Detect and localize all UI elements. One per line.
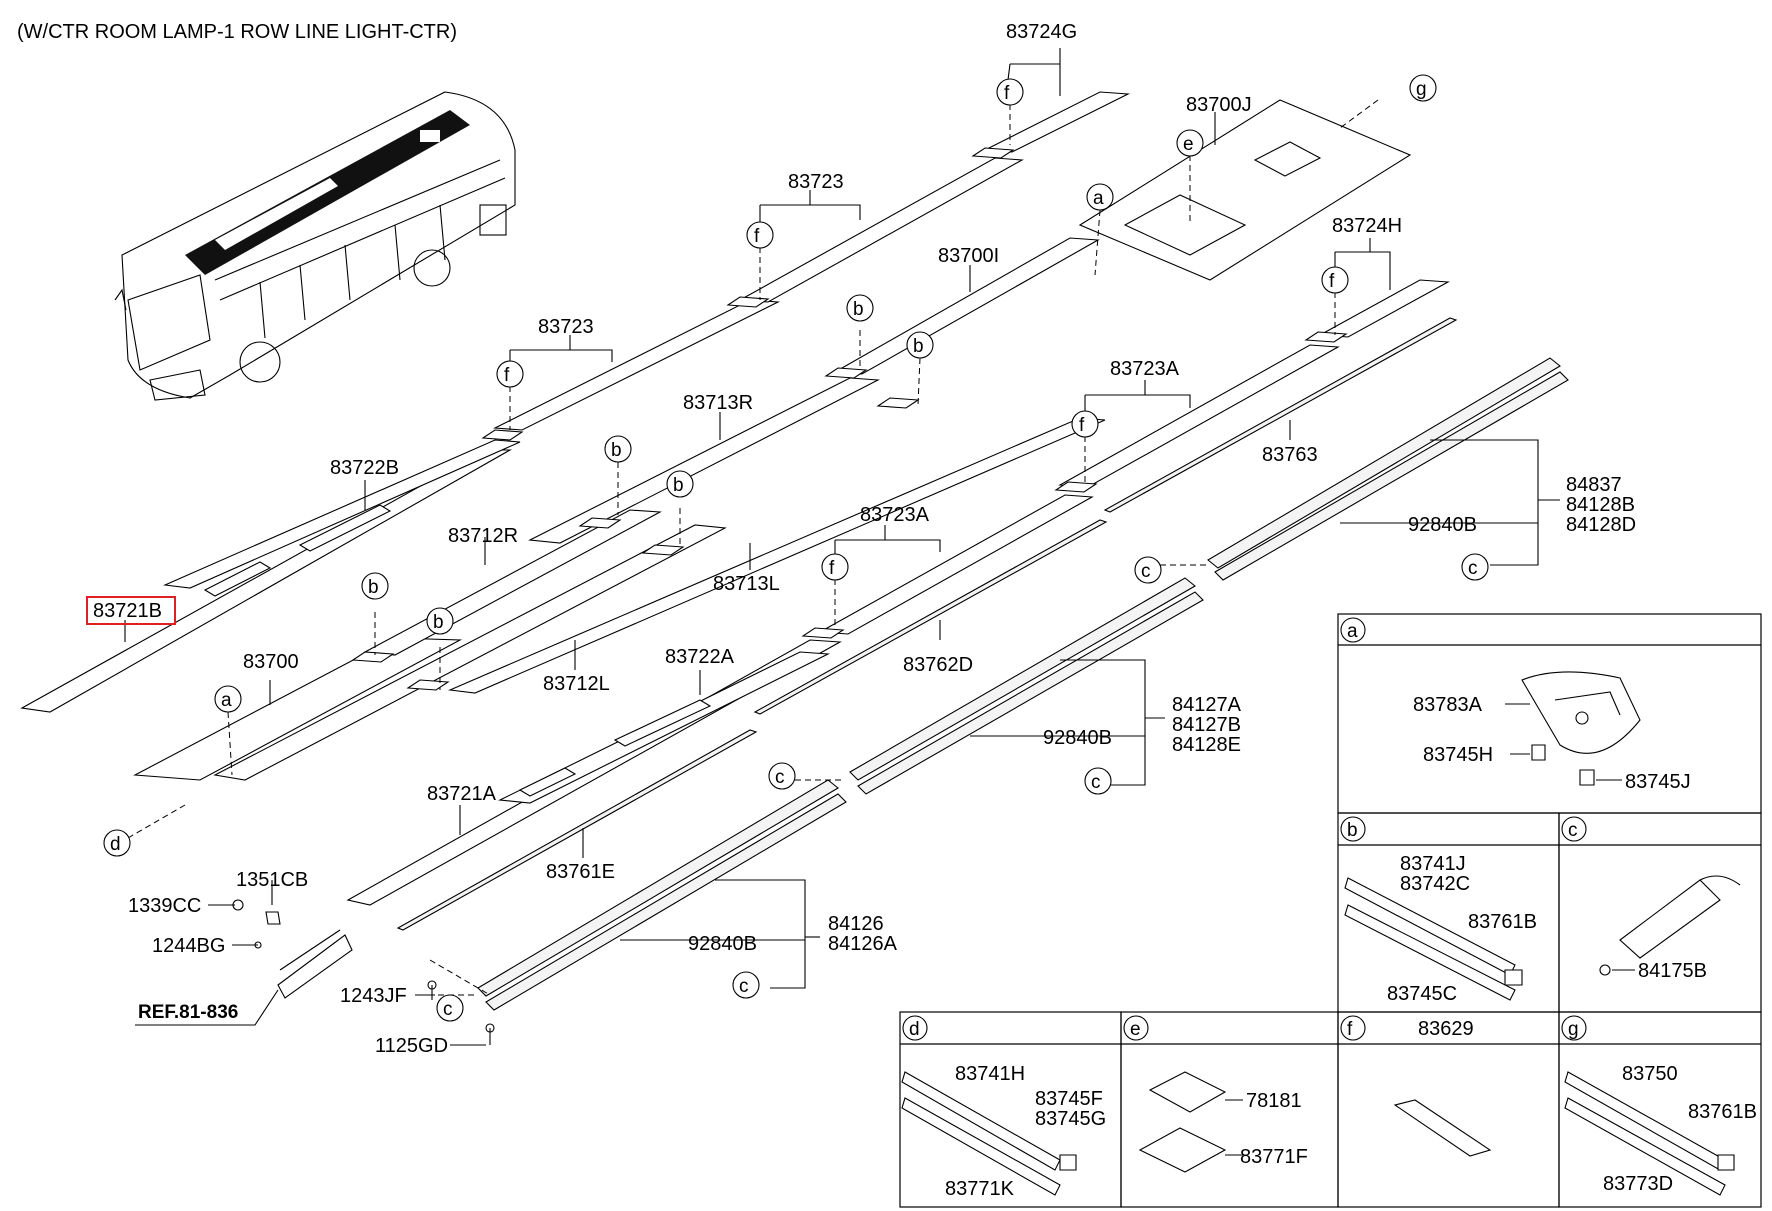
label-83722A: 83722A (665, 646, 735, 668)
callout-balloons: f g e a f f b b f f b b c c f b b a c c … (103, 74, 1489, 1022)
balloon-c: c (775, 767, 785, 788)
label-83761E: 83761E (546, 861, 615, 883)
label-84128B: 84128B (1566, 494, 1635, 516)
balloon-g: g (1416, 79, 1427, 100)
panel-c-label-84175B: 84175B (1638, 960, 1707, 982)
label-1244BG: 1244BG (152, 935, 225, 957)
panel-e-letter: e (1130, 1019, 1141, 1040)
label-83712R: 83712R (448, 525, 518, 547)
panel-g-label-83750: 83750 (1622, 1063, 1678, 1085)
label-84127B: 84127B (1172, 714, 1241, 736)
label-83721B: 83721B (93, 600, 162, 622)
label-83713R: 83713R (683, 392, 753, 414)
balloon-a: a (221, 690, 232, 711)
label-83700I: 83700I (938, 245, 999, 267)
label-83723: 83723 (788, 171, 844, 193)
label-83721A: 83721A (427, 783, 497, 805)
panel-c-letter: c (1568, 820, 1578, 841)
diagram-title: (W/CTR ROOM LAMP-1 ROW LINE LIGHT-CTR) (17, 21, 457, 43)
panel-b-label-83745C: 83745C (1387, 983, 1457, 1005)
detail-panels: a 83783A 83745H 83745J b 83741J 83742C 8… (899, 613, 1762, 1208)
panel-g-label-83773D: 83773D (1603, 1173, 1673, 1195)
label-83700J: 83700J (1186, 94, 1252, 116)
balloon-c: c (1468, 558, 1478, 579)
label-92840B: 92840B (1043, 727, 1112, 749)
balloon-f: f (504, 365, 510, 386)
callout-arrows (127, 99, 1379, 996)
label-1125GD: 1125GD (375, 1035, 448, 1057)
panel-b-label-83761B: 83761B (1468, 911, 1537, 933)
balloon-a: a (1093, 188, 1104, 209)
panel-d-label-83771K: 83771K (945, 1178, 1015, 1200)
balloon-f: f (754, 226, 760, 247)
balloon-c: c (1141, 561, 1151, 582)
label-83763: 83763 (1262, 444, 1318, 466)
balloon-b: b (368, 577, 379, 598)
label-84128E: 84128E (1172, 734, 1241, 756)
balloon-c: c (1091, 772, 1101, 793)
label-1339CC: 1339CC (128, 895, 201, 917)
label-ref-81-836: REF.81-836 (138, 1002, 238, 1023)
balloon-d: d (110, 834, 121, 855)
balloon-f: f (829, 558, 835, 579)
balloon-c: c (739, 976, 749, 997)
panel-b-label-83741J: 83741J (1400, 853, 1466, 875)
panel-a-label-83745H: 83745H (1423, 744, 1493, 766)
part-labels: 83724G 83700J 83723 83700I 83724H 83723 … (93, 21, 1636, 1057)
label-83724H: 83724H (1332, 215, 1402, 237)
label-84126A: 84126A (828, 933, 898, 955)
panel-a-label-83783A: 83783A (1413, 694, 1483, 716)
label-84128D: 84128D (1566, 514, 1636, 536)
panel-b-label-83742C: 83742C (1400, 873, 1470, 895)
label-83724G: 83724G (1006, 21, 1077, 43)
balloon-f: f (1329, 271, 1335, 292)
panel-e-label-78181: 78181 (1246, 1090, 1302, 1112)
label-84127A: 84127A (1172, 694, 1242, 716)
panel-a-label-83745J: 83745J (1625, 771, 1691, 793)
label-83762D: 83762D (903, 654, 973, 676)
label-92840B: 92840B (688, 933, 757, 955)
label-83723: 83723 (538, 316, 594, 338)
panel-d-label-83745G: 83745G (1035, 1108, 1106, 1130)
balloon-b: b (913, 336, 924, 357)
label-84126: 84126 (828, 913, 884, 935)
panel-d-label-83741H: 83741H (955, 1063, 1025, 1085)
label-83722B: 83722B (330, 457, 399, 479)
label-1243JF: 1243JF (340, 985, 407, 1007)
balloon-f: f (1004, 83, 1010, 104)
panel-b-letter: b (1347, 820, 1358, 841)
label-83723A: 83723A (860, 504, 930, 526)
balloon-c: c (443, 999, 453, 1020)
balloon-b: b (611, 440, 622, 461)
label-83712L: 83712L (543, 673, 610, 695)
bus-illustration (114, 91, 516, 401)
panel-f-label-83629: 83629 (1418, 1018, 1474, 1040)
panel-d-label-83745F: 83745F (1035, 1088, 1103, 1110)
panel-f-letter: f (1347, 1019, 1353, 1040)
label-83713L: 83713L (713, 573, 780, 595)
panel-g-label-83761B: 83761B (1688, 1101, 1757, 1123)
panel-e-label-83771F: 83771F (1240, 1146, 1308, 1168)
balloon-b: b (673, 475, 684, 496)
label-92840B: 92840B (1408, 514, 1477, 536)
label-83700: 83700 (243, 651, 299, 673)
hardware-parts (232, 899, 495, 1045)
panel-g-letter: g (1568, 1019, 1579, 1040)
panel-d-letter: d (909, 1019, 920, 1040)
balloon-b: b (853, 299, 864, 320)
panel-a-letter: a (1347, 621, 1358, 642)
balloon-b: b (433, 612, 444, 633)
balloon-f: f (1079, 415, 1085, 436)
label-84837: 84837 (1566, 474, 1622, 496)
roof-strips (20, 91, 1569, 1011)
label-1351CB: 1351CB (236, 869, 308, 891)
label-83723A: 83723A (1110, 358, 1180, 380)
leader-lines (124, 48, 1560, 1046)
balloon-e: e (1183, 134, 1194, 155)
highlight-83721B (86, 596, 176, 625)
